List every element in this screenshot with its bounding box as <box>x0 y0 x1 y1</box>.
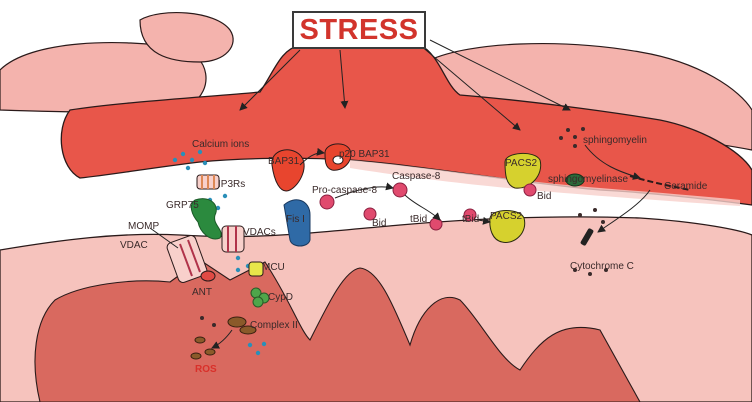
arrow-tbid-pacs <box>477 216 491 225</box>
momp-pointer <box>149 227 179 249</box>
label-vdac: VDAC <box>120 240 148 251</box>
label-fis1: Fis I <box>286 214 305 225</box>
label-bap31: BAP31 <box>268 156 300 167</box>
grp75-protein <box>190 198 222 240</box>
arrow-casp-bid <box>404 194 441 221</box>
mitochondrion-matrix <box>34 259 641 402</box>
ros-dots <box>200 316 216 327</box>
ip3rs-channel <box>196 174 220 190</box>
pacs2-bottom-protein <box>489 210 526 243</box>
label-bid-top: Bid <box>537 191 552 202</box>
arrow-to-right-er <box>419 44 521 131</box>
label-pacs2-top: PACS2 <box>505 158 538 169</box>
cypd-protein <box>250 287 270 308</box>
arrow-procasp-casp <box>334 182 394 199</box>
label-grp75: GRP75 <box>166 200 199 211</box>
label-bid-mid: Bid <box>372 218 387 229</box>
label-p20-bap31: p20 BAP31 <box>339 149 390 160</box>
bid-top-protein <box>523 183 537 197</box>
er-highlight <box>350 160 740 206</box>
stress-title: STRESS <box>299 13 419 46</box>
ant-protein <box>200 270 216 282</box>
arrow-ceramide <box>597 189 651 233</box>
label-sphingomyelin: sphingomyelin <box>583 135 647 146</box>
mcu-channel <box>248 261 264 277</box>
complex-ii-protein <box>227 316 257 335</box>
label-caspase8: Caspase-8 <box>392 171 441 182</box>
label-pacs2-bottom: PACS2 <box>490 211 523 222</box>
label-complex-ii: Complex II <box>250 320 298 331</box>
label-calcium-ions: Calcium ions <box>192 139 250 150</box>
label-ceramide: Ceramide <box>664 181 708 192</box>
label-momp: MOMP <box>128 221 160 232</box>
cytochrome-c-channel <box>580 228 594 246</box>
label-pro-caspase8: Pro-caspase-8 <box>312 185 378 196</box>
arrow-to-far-right <box>429 39 571 111</box>
sphingomyelinase-protein <box>565 173 585 187</box>
arrow-to-left-er <box>239 49 301 111</box>
label-ros: ROS <box>195 364 217 375</box>
label-ip3rs: IP3Rs <box>218 179 246 190</box>
label-tbid-2: tBid <box>462 214 480 225</box>
label-ant: ANT <box>192 287 212 298</box>
arrow-to-center-er <box>339 49 349 109</box>
label-sphingomyelinase: sphingomyelinase <box>548 174 629 185</box>
pacs2-top-protein <box>504 153 542 189</box>
label-tbid-1: tBid <box>410 214 428 225</box>
procaspase8-protein <box>319 182 477 231</box>
arrow-bap31-cleave <box>299 147 325 166</box>
vdacs-channel <box>221 225 245 253</box>
cytochrome-c-dots <box>573 208 608 276</box>
arrow-complex-ros <box>211 329 233 349</box>
sphingomyelin-dots <box>559 127 585 148</box>
label-vdacs: VDACs <box>243 227 276 238</box>
bap31-protein <box>271 149 305 192</box>
label-mcu: MCU <box>262 262 285 273</box>
arrow-sphingo <box>584 144 641 180</box>
label-cytochrome-c: Cytochrome C <box>570 261 634 272</box>
er-tube-top <box>139 12 234 63</box>
label-cypd: CypD <box>268 292 294 303</box>
ros-particles <box>190 336 216 360</box>
stress-title-box: STRESS <box>292 11 426 49</box>
fis1-protein <box>283 199 311 247</box>
